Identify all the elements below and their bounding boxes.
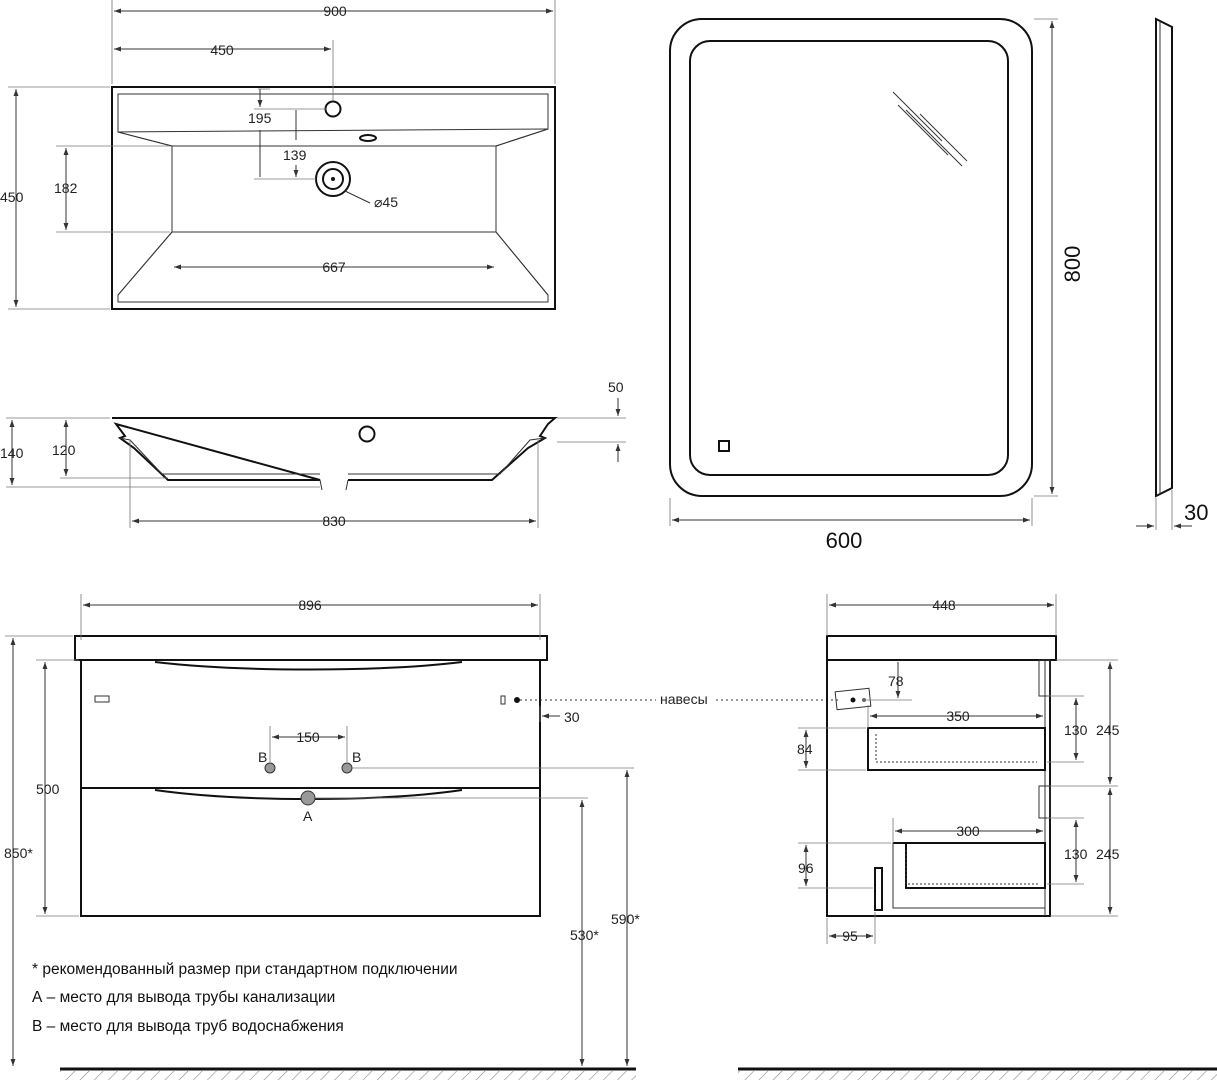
overflow-hole <box>359 134 377 142</box>
side-countertop <box>826 635 1057 661</box>
dim-drain-diameter: ⌀45 <box>374 194 398 210</box>
supply-pipe-right <box>341 762 353 774</box>
side-body <box>826 660 1051 917</box>
dim-cabinet-total-height: 850* <box>4 845 33 861</box>
mirror-touch-switch-icon <box>718 440 730 452</box>
drawer-2-box <box>893 842 1046 889</box>
drawer-top-handle <box>154 661 463 671</box>
label-b-right: B <box>352 749 361 765</box>
dim-mirror-height: 800 <box>1060 246 1085 283</box>
mirror-front-view: 800 600 <box>669 18 1085 553</box>
dim-side-hinge-offset: 78 <box>888 673 904 689</box>
dim-basin-width: 900 <box>323 3 347 19</box>
dim-supply-height: 590* <box>611 911 640 927</box>
note-b: В – место для вывода труб водоснабжения <box>32 1018 344 1035</box>
dim-drawer1-depth: 350 <box>946 708 970 724</box>
mirror-led-strip <box>689 40 1009 476</box>
tap-hole <box>324 100 342 118</box>
dim-total-height: 140 <box>0 445 24 461</box>
dim-mirror-width: 600 <box>826 528 863 553</box>
dim-drawer1-inner: 130 <box>1064 722 1088 738</box>
dim-basin-depth: 450 <box>0 189 24 205</box>
dim-drawer1-height: 84 <box>797 741 813 757</box>
side-rail-top <box>1038 659 1051 697</box>
dim-bowl-width: 667 <box>322 259 346 275</box>
dim-cabinet-height: 500 <box>36 781 60 797</box>
dim-bowl-height: 120 <box>52 442 76 458</box>
supply-pipe-left <box>264 762 276 774</box>
dim-mirror-thickness: 30 <box>1184 500 1208 525</box>
dim-drawer2-depth: 300 <box>956 823 980 839</box>
side-hinge-icon <box>834 687 872 711</box>
dim-rim-height: 50 <box>608 379 624 395</box>
hinge-right-icon <box>514 697 520 703</box>
overflow-hole-side <box>358 425 376 443</box>
mirror-glare-icon <box>892 91 968 167</box>
basin-top-view: 900 450 450 195 139 182 ⌀45 667 <box>0 0 556 310</box>
basin-side-outline <box>112 417 558 481</box>
dim-bowl-depth: 182 <box>54 180 78 196</box>
dim-drawer2-section: 245 <box>1096 846 1120 862</box>
dim-drawer2-inner: 130 <box>1064 846 1088 862</box>
cabinet-front-view: навесы 30 150 B B A 896 500 850* <box>4 594 838 1080</box>
hinge-left-icon <box>94 695 110 703</box>
label-b-left: B <box>258 749 267 765</box>
drawer-1-box <box>867 727 1046 771</box>
dim-hinge-offset: 30 <box>564 709 580 725</box>
dim-plinth-offset: 95 <box>842 928 858 944</box>
plinth <box>874 867 883 911</box>
cabinet-countertop <box>74 635 548 661</box>
dim-pipe-spacing: 150 <box>296 729 320 745</box>
dim-drawer1-section: 245 <box>1096 722 1120 738</box>
mirror-side-view: 30 <box>1136 17 1208 530</box>
dim-tap-to-drain: 139 <box>283 147 307 163</box>
basin-outline <box>111 86 556 310</box>
dim-tap-offset: 450 <box>210 42 234 58</box>
cabinet-side-view: 448 78 350 84 130 245 300 96 <box>738 594 1217 1080</box>
legend-notes: * рекомендованный размер при стандартном… <box>32 961 458 1035</box>
dim-cabinet-depth: 448 <box>932 597 956 613</box>
dim-drawer2-height: 96 <box>798 860 814 876</box>
basin-side-view: 50 140 120 830 <box>0 379 626 529</box>
dim-drain-height: 530* <box>570 927 599 943</box>
note-a: А – место для вывода трубы канализации <box>32 989 335 1006</box>
dim-tap-to-edge: 195 <box>248 110 272 126</box>
mirror-side-outline <box>1155 17 1173 498</box>
note-star: * рекомендованный размер при стандартном… <box>32 961 458 978</box>
dim-basin-bottom-width: 830 <box>322 513 346 529</box>
dim-cabinet-width: 896 <box>298 597 322 613</box>
drain-pipe <box>300 790 316 806</box>
mirror-outline <box>669 18 1033 497</box>
label-a: A <box>303 808 313 824</box>
side-rail-bottom <box>1038 785 1051 819</box>
label-hinges: навесы <box>660 691 708 707</box>
